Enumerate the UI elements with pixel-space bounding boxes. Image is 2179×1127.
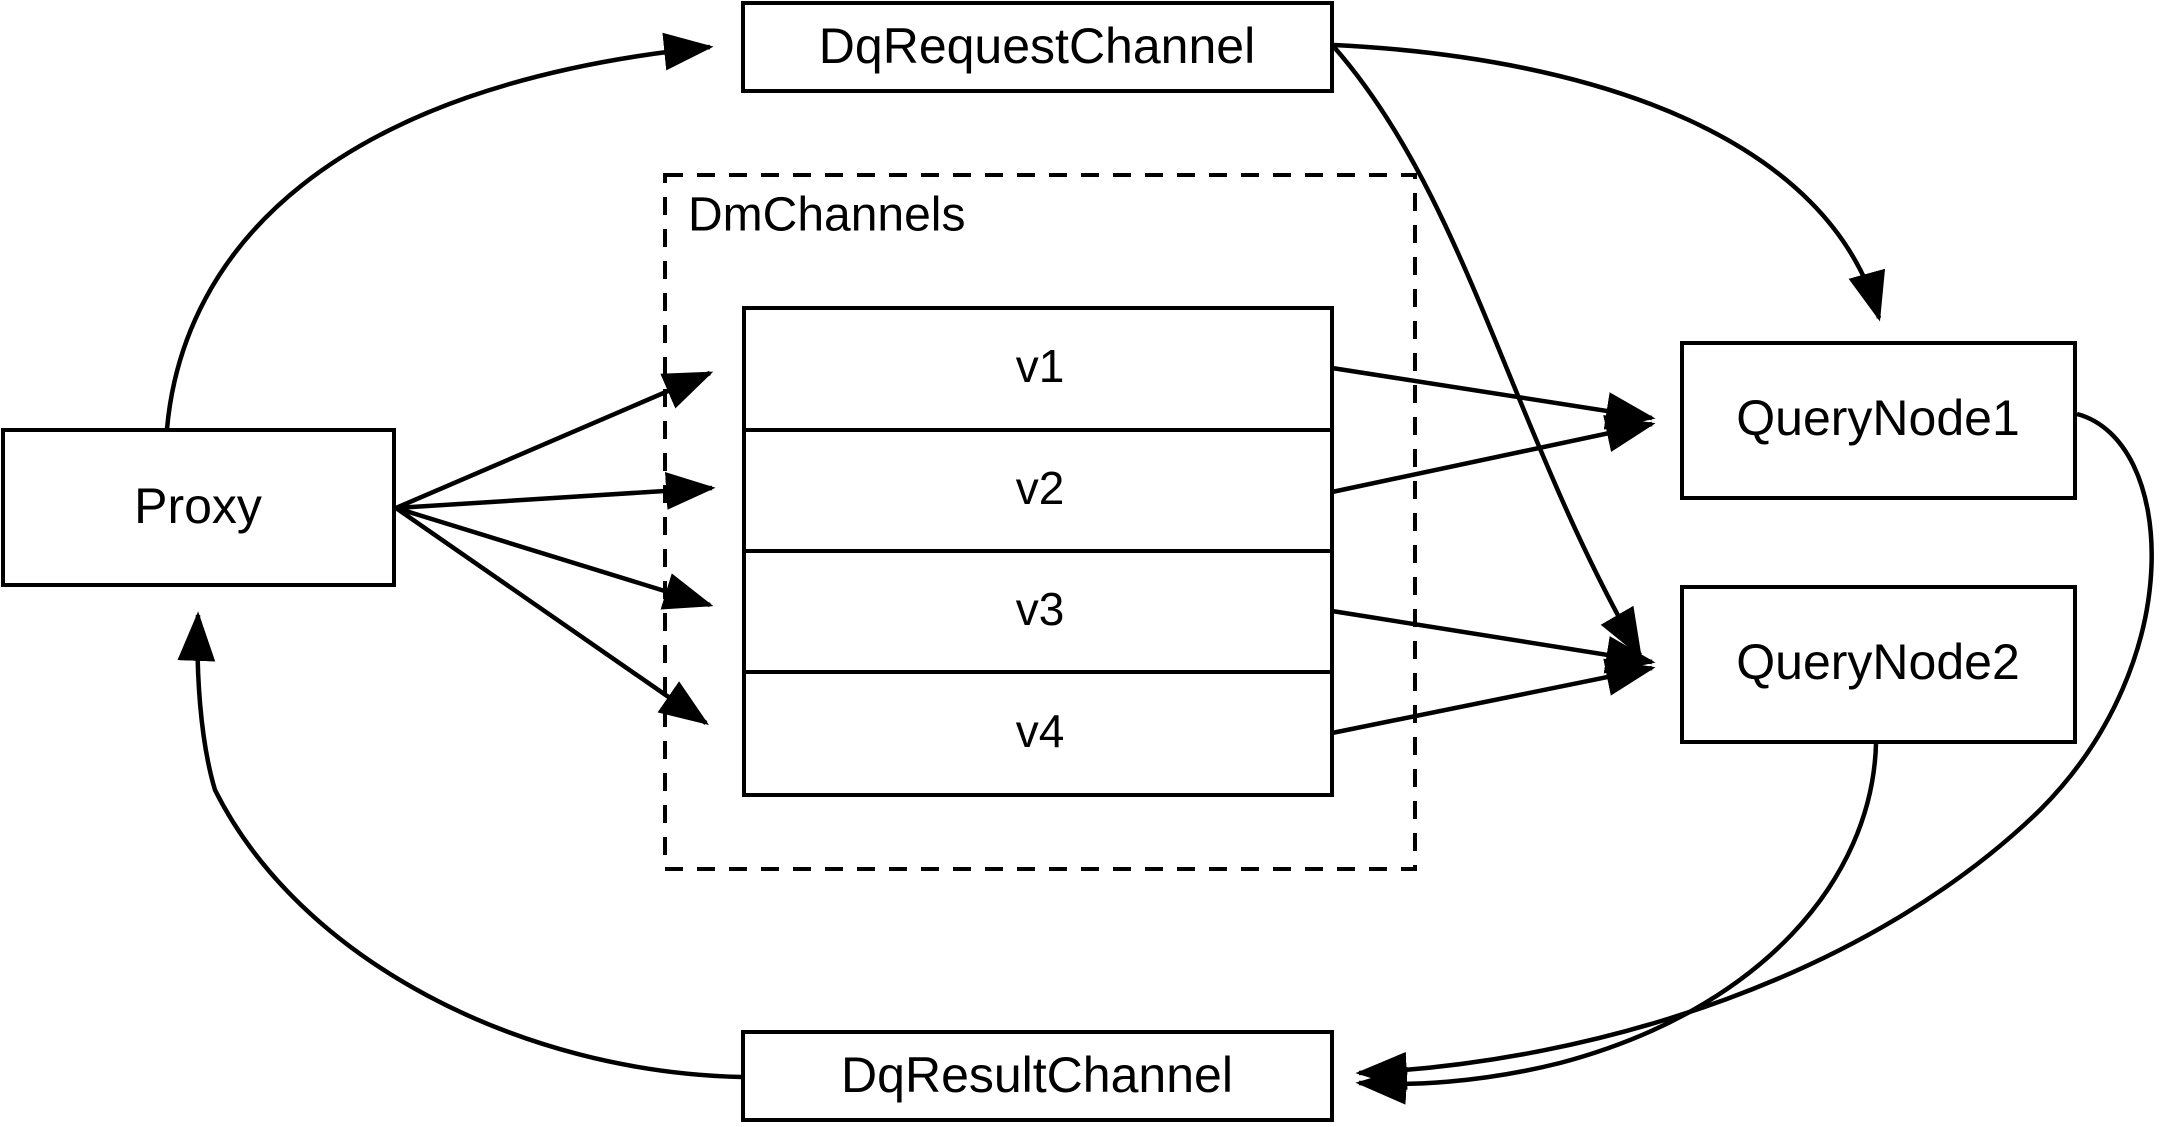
dq-result-channel-label: DqResultChannel <box>841 1047 1233 1103</box>
dm-channel-row-v3[interactable]: v3 <box>1016 583 1065 635</box>
edge-proxy-to-v3 <box>395 505 714 610</box>
query-node-1-box[interactable] <box>1680 341 2077 500</box>
node-query-node-2[interactable]: QueryNode2 <box>1680 585 2077 744</box>
query-node-1-label: QueryNode1 <box>1736 390 2020 446</box>
edge-proxy-to-v4 <box>394 506 709 726</box>
edge-v4-to-query-node-2 <box>1331 658 1656 736</box>
edge-v2-to-query-node-1 <box>1331 415 1656 495</box>
dm-channel-row-v1[interactable]: v1 <box>1016 340 1065 392</box>
proxy-box[interactable] <box>1 428 396 587</box>
dm-channels-group-box <box>663 173 1417 871</box>
edge-query-node-2-to-dq-result-channel <box>1355 743 1879 1105</box>
dq-request-channel-box[interactable] <box>741 1 1334 93</box>
edge-proxy-to-dq-request-channel <box>164 32 714 430</box>
query-node-2-box[interactable] <box>1680 585 2077 744</box>
edge-dq-request-channel-to-query-node-2 <box>1332 45 1642 659</box>
edge-dq-result-channel-to-proxy <box>177 611 742 1080</box>
dm-channels-group: DmChannels <box>663 173 1417 871</box>
proxy-label: Proxy <box>134 478 262 534</box>
node-dq-result-channel[interactable]: DqResultChannel <box>741 1030 1334 1122</box>
dm-channel-row-v2[interactable]: v2 <box>1016 462 1065 514</box>
dm-channels-table: v1 v2 v3 v4 <box>742 306 1334 797</box>
edge-proxy-to-v2 <box>395 472 716 511</box>
node-dq-request-channel[interactable]: DqRequestChannel <box>741 1 1334 93</box>
edge-v1-to-query-node-1 <box>1331 365 1656 430</box>
node-proxy[interactable]: Proxy <box>1 428 396 587</box>
dm-channels-group-label: DmChannels <box>688 189 965 242</box>
edge-query-node-1-to-dq-result-channel <box>1355 411 2154 1090</box>
node-query-node-1[interactable]: QueryNode1 <box>1680 341 2077 500</box>
edge-dq-request-channel-to-query-node-1 <box>1333 42 1885 322</box>
dq-request-channel-label: DqRequestChannel <box>819 18 1255 74</box>
edge-v3-to-query-node-2 <box>1331 608 1656 674</box>
dm-channel-row-v4[interactable]: v4 <box>1016 705 1065 757</box>
edge-proxy-to-v1 <box>395 370 714 511</box>
query-node-2-label: QueryNode2 <box>1736 634 2020 690</box>
dq-result-channel-box[interactable] <box>741 1030 1334 1122</box>
